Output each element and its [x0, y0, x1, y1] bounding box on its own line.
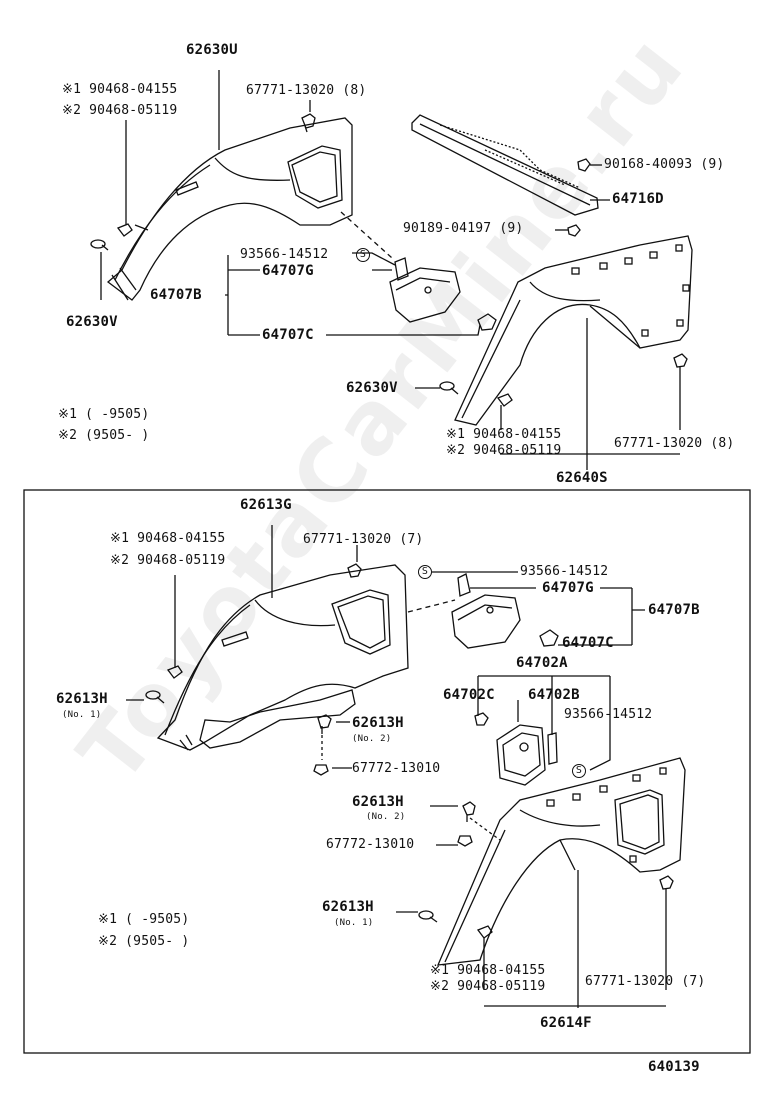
pin-icon — [145, 690, 165, 704]
part-note-no2: (No. 2) — [352, 734, 392, 744]
part-note-no1-right: (No. 1) — [334, 918, 374, 928]
screw-icon — [301, 113, 316, 133]
clip-icon — [116, 223, 133, 237]
part-label-64702A: 64702A — [516, 655, 568, 671]
part-label-62613H-no2-right: 62613H — [352, 794, 404, 810]
part-label-67772-13010-right: 67772-13010 — [326, 837, 415, 852]
part-label-64707B-lower: 64707B — [648, 602, 700, 618]
part-label-64707G-lower: 64707G — [542, 580, 594, 596]
part-label-90468-04155: ※1 90468-04155 — [62, 82, 178, 97]
part-label-67771-13020-lower: 67771-13020 (7) — [303, 532, 424, 547]
part-label-62640S: 62640S — [556, 470, 608, 486]
side-cover-upper — [389, 257, 497, 331]
part-label-67771-13020-right: 67771-13020 (8) — [614, 436, 735, 451]
note-1: ※1 ( -9505) — [58, 407, 150, 422]
part-label-90468-05119-lower-right: ※2 90468-05119 — [430, 979, 546, 994]
part-label-67771-13020: 67771-13020 (8) — [246, 83, 367, 98]
part-label-90468-05119-lower: ※2 90468-05119 — [110, 553, 226, 568]
diagram-id: 640139 — [648, 1059, 700, 1075]
part-label-62614F: 62614F — [540, 1015, 592, 1031]
part-label-62630U: 62630U — [186, 42, 238, 58]
part-label-64702C: 64702C — [443, 687, 495, 703]
part-label-64707G: 64707G — [262, 263, 314, 279]
note-1-lower: ※1 ( -9505) — [98, 912, 190, 927]
part-label-90468-04155-lower: ※1 90468-04155 — [110, 531, 226, 546]
part-label-90468-04155-lower-right: ※1 90468-04155 — [430, 963, 546, 978]
screw-icon — [317, 714, 332, 734]
step-plate — [411, 114, 599, 216]
part-label-93566-14512: 93566-14512 — [240, 247, 329, 262]
part-label-62630V: 62630V — [66, 314, 118, 330]
pin-icon — [418, 910, 438, 923]
s-mark-icon: S — [572, 764, 586, 778]
part-label-64707B: 64707B — [150, 287, 202, 303]
part-label-90468-04155-right: ※1 90468-04155 — [446, 427, 562, 442]
part-label-93566-14512-lower: 93566-14512 — [520, 564, 609, 579]
quarter-trim-panel-left-upper — [106, 117, 353, 301]
part-label-64707C-lower: 64707C — [562, 635, 614, 651]
part-label-90189-04197: 90189-04197 (9) — [403, 221, 524, 236]
part-label-90468-05119-right: ※2 90468-05119 — [446, 443, 562, 458]
part-label-64702B: 64702B — [528, 687, 580, 703]
part-label-62613H: 62613H — [56, 691, 108, 707]
quarter-trim-panel-right-lower — [436, 757, 686, 966]
note-2: ※2 (9505- ) — [58, 428, 150, 443]
part-label-62613H-no1-right: 62613H — [322, 899, 374, 915]
part-label-90168-40093: 90168-40093 (9) — [604, 157, 725, 172]
part-label-93566-14512-bracket: 93566-14512 — [564, 707, 653, 722]
bracket-assembly — [474, 712, 558, 786]
pin-icon — [90, 239, 109, 251]
lower-section-frame — [23, 489, 751, 1054]
part-note-no2-right: (No. 2) — [366, 812, 406, 822]
part-label-62630V-right: 62630V — [346, 380, 398, 396]
nut-icon — [313, 764, 329, 776]
part-note-no1: (No. 1) — [62, 710, 102, 720]
s-mark-icon: S — [356, 248, 370, 262]
quarter-trim-panel-right-upper — [454, 235, 693, 426]
pin-icon — [439, 381, 459, 395]
part-label-62613H-no2: 62613H — [352, 715, 404, 731]
part-label-67771-13020-lower-right: 67771-13020 (7) — [585, 974, 706, 989]
note-2-lower: ※2 (9505- ) — [98, 934, 190, 949]
part-label-90468-05119: ※2 90468-05119 — [62, 103, 178, 118]
side-cover-lower — [451, 573, 559, 649]
quarter-trim-panel-left-lower — [156, 564, 409, 751]
s-mark-icon: S — [418, 565, 432, 579]
part-label-64716D: 64716D — [612, 191, 664, 207]
part-label-64707C: 64707C — [262, 327, 314, 343]
part-label-62613G: 62613G — [240, 497, 292, 513]
part-label-67772-13010: 67772-13010 — [352, 761, 441, 776]
